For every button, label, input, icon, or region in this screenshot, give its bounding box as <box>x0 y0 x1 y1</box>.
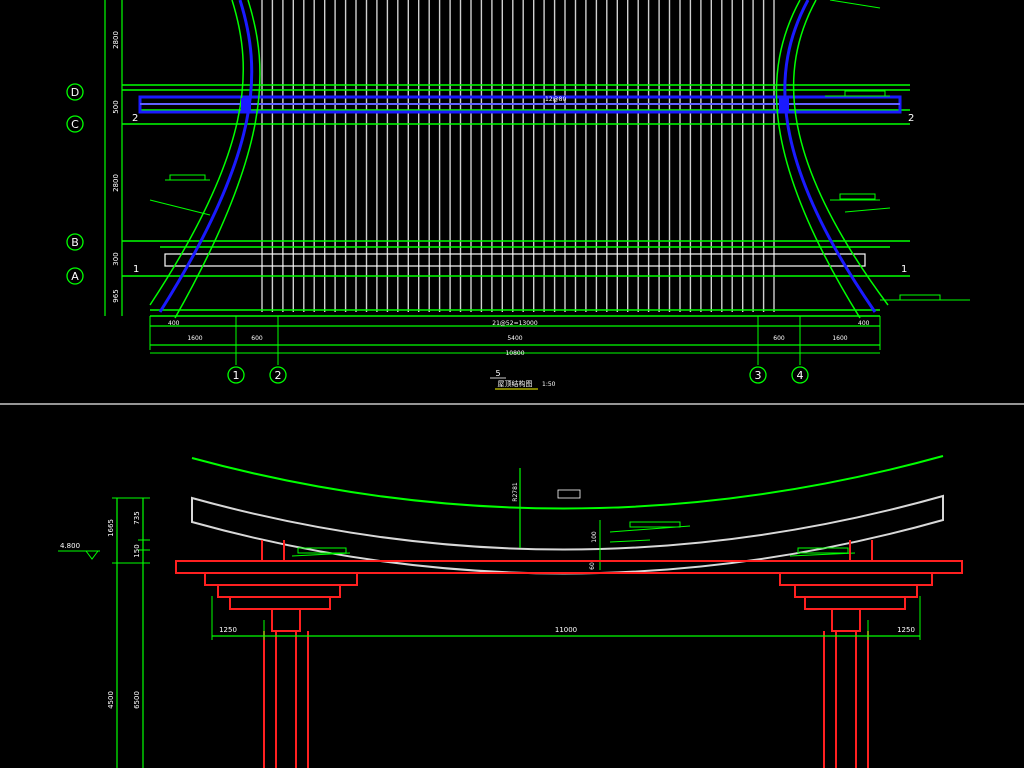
center-tag <box>557 489 581 499</box>
elevation-leaders <box>291 521 856 557</box>
bottom-dim-r2-2: 600 <box>251 335 263 342</box>
section-mark-2-right: 2 <box>908 113 914 124</box>
axis-bubble-2: 2 <box>269 366 287 384</box>
plan-section-marks: 2 2 1 1 <box>132 113 914 275</box>
elevation-roof-band <box>191 494 944 575</box>
left-dim-1: 2800 <box>112 31 120 49</box>
plan-title-block: 5 屋顶结构图 1:50 <box>490 369 556 390</box>
left-dim-4: 300 <box>112 252 120 265</box>
axis-label-a: A <box>71 270 79 283</box>
axis-label-1: 1 <box>233 369 240 382</box>
plan-scale: 1:50 <box>542 381 556 388</box>
axis-label-b: B <box>71 236 79 249</box>
section-mark-1-right: 1 <box>901 264 907 275</box>
axis-label-3: 3 <box>755 369 762 382</box>
axis-bubble-d: D <box>66 83 84 101</box>
elevation-span-dimension: 1250 11000 1250 <box>211 596 921 640</box>
elevation-level-value: 4.800 <box>60 542 80 550</box>
axis-bubble-1: 1 <box>227 366 245 384</box>
roof-elevation: R2781 100 60 <box>58 455 963 768</box>
plan-title-number: 5 <box>495 369 500 378</box>
bottom-dim-r2-5: 1600 <box>832 335 847 342</box>
plan-left-dimension: 2800 500 2800 300 965 <box>104 0 123 316</box>
rafter-lines <box>261 0 775 312</box>
left-bracket-stack <box>204 540 358 632</box>
bottom-dim-r2-1: 1600 <box>187 335 202 342</box>
elev-dim-4500: 4500 <box>107 691 115 709</box>
elevation-columns <box>263 631 869 768</box>
axis-label-2: 2 <box>275 369 282 382</box>
span-dim-left: 1250 <box>219 626 237 634</box>
elev-dim-735: 735 <box>133 511 141 524</box>
bottom-dim-r1-3: 400 <box>858 320 870 327</box>
plan-green-horizontals <box>122 84 910 317</box>
span-dim-center: 11000 <box>555 626 577 634</box>
bottom-dim-r1-2: 21@52=13000 <box>492 320 538 327</box>
plan-axis-numbers: 1 2 3 4 <box>227 366 809 384</box>
depth-label-60: 60 <box>589 562 596 570</box>
plan-axis-letters: D C B A <box>66 83 84 285</box>
elev-dim-150: 150 <box>133 544 141 557</box>
axis-label-4: 4 <box>797 369 804 382</box>
left-dim-5: 965 <box>112 289 120 302</box>
plan-main-beam <box>138 95 902 267</box>
bottom-dim-r2-4: 600 <box>773 335 785 342</box>
beam-center-label: 12@80 <box>545 96 566 103</box>
bottom-dim-r1-1: 400 <box>168 320 180 327</box>
radius-label: R2781 <box>512 482 519 502</box>
overall-dimension: 10800 <box>505 350 524 357</box>
right-bracket-stack <box>779 540 933 632</box>
plan-right-curve <box>775 0 889 319</box>
elevation-level-mark: 4.800 <box>58 542 100 560</box>
section-mark-2-left: 2 <box>132 113 138 124</box>
axis-bubble-b: B <box>66 233 84 251</box>
plan-title: 屋顶结构图 <box>498 379 533 388</box>
roof-plan: D C B A 2800 500 2800 300 965 <box>66 0 970 390</box>
section-mark-1-left: 1 <box>133 264 139 275</box>
depth-label-100: 100 <box>591 531 598 543</box>
axis-bubble-a: A <box>66 267 84 285</box>
plan-column-marks <box>241 98 789 111</box>
left-dim-3: 2800 <box>112 174 120 192</box>
bottom-dim-r2-3: 5400 <box>507 335 522 342</box>
axis-bubble-3: 3 <box>749 366 767 384</box>
elev-dim-1665: 1665 <box>107 519 115 537</box>
main-beam <box>175 560 963 574</box>
plan-leaders <box>149 0 970 301</box>
plan-bottom-dimensions: 400 21@52=13000 400 1600 600 5400 600 16… <box>149 316 881 365</box>
elevation-roof-arc <box>191 455 944 510</box>
elevation-left-dimension: 1665 735 150 4500 6500 <box>107 497 150 768</box>
axis-label-d: D <box>71 86 79 99</box>
elev-dim-6500: 6500 <box>133 691 141 709</box>
span-dim-right: 1250 <box>897 626 915 634</box>
axis-label-c: C <box>71 118 79 131</box>
left-dim-2: 500 <box>112 100 120 113</box>
plan-left-curve <box>149 0 261 319</box>
axis-bubble-c: C <box>66 115 84 133</box>
axis-bubble-4: 4 <box>791 366 809 384</box>
